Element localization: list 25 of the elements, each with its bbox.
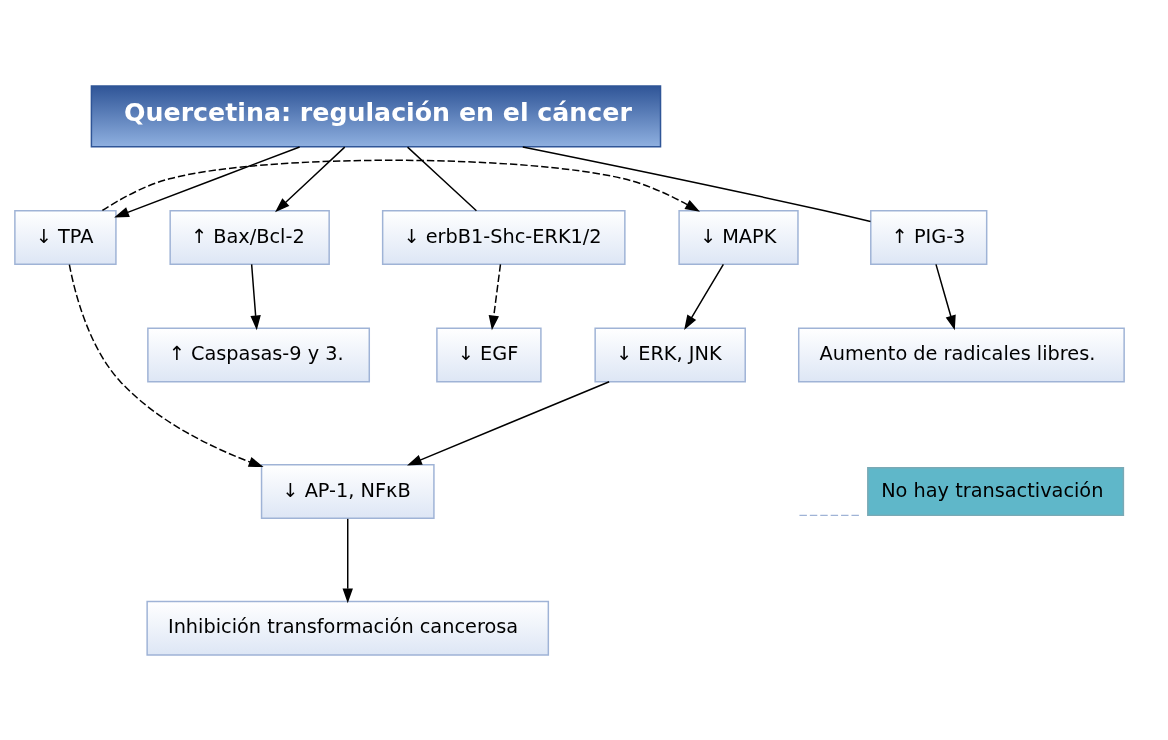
node-box: ↓ ERK, JNK <box>594 326 746 382</box>
arrow <box>406 380 610 466</box>
node-box: ↑ Caspasas-9 y 3. <box>147 326 371 382</box>
arrow <box>101 159 700 212</box>
node-box: ↓ AP-1, NFκB <box>260 463 435 519</box>
node-box: ↓ erbB1-Shc-ERK1/2 <box>381 209 626 265</box>
arrow <box>114 145 301 217</box>
node-box: ↑ Bax/Bcl-2 <box>169 209 330 265</box>
arrow <box>488 263 502 330</box>
legend-label: No hay transactivación <box>881 478 1104 502</box>
node-box: ↓ MAPK <box>678 209 799 265</box>
arrow <box>342 517 353 603</box>
connector <box>522 145 872 222</box>
arrow <box>250 263 261 330</box>
connector <box>406 145 478 211</box>
node-box: Aumento de radicales libres. <box>797 326 1125 382</box>
arrow <box>684 263 725 330</box>
node-box: Quercetina: regulación en el cáncer <box>90 84 662 148</box>
node-box: ↓ EGF <box>436 326 542 382</box>
arrow <box>68 263 264 467</box>
arrow <box>935 263 956 330</box>
arrow <box>275 145 346 212</box>
node-box: ↓ TPA <box>14 209 117 265</box>
node-box: Inhibición transformación cancerosa <box>146 600 550 656</box>
node-box: ↑ PIG-3 <box>870 209 988 265</box>
